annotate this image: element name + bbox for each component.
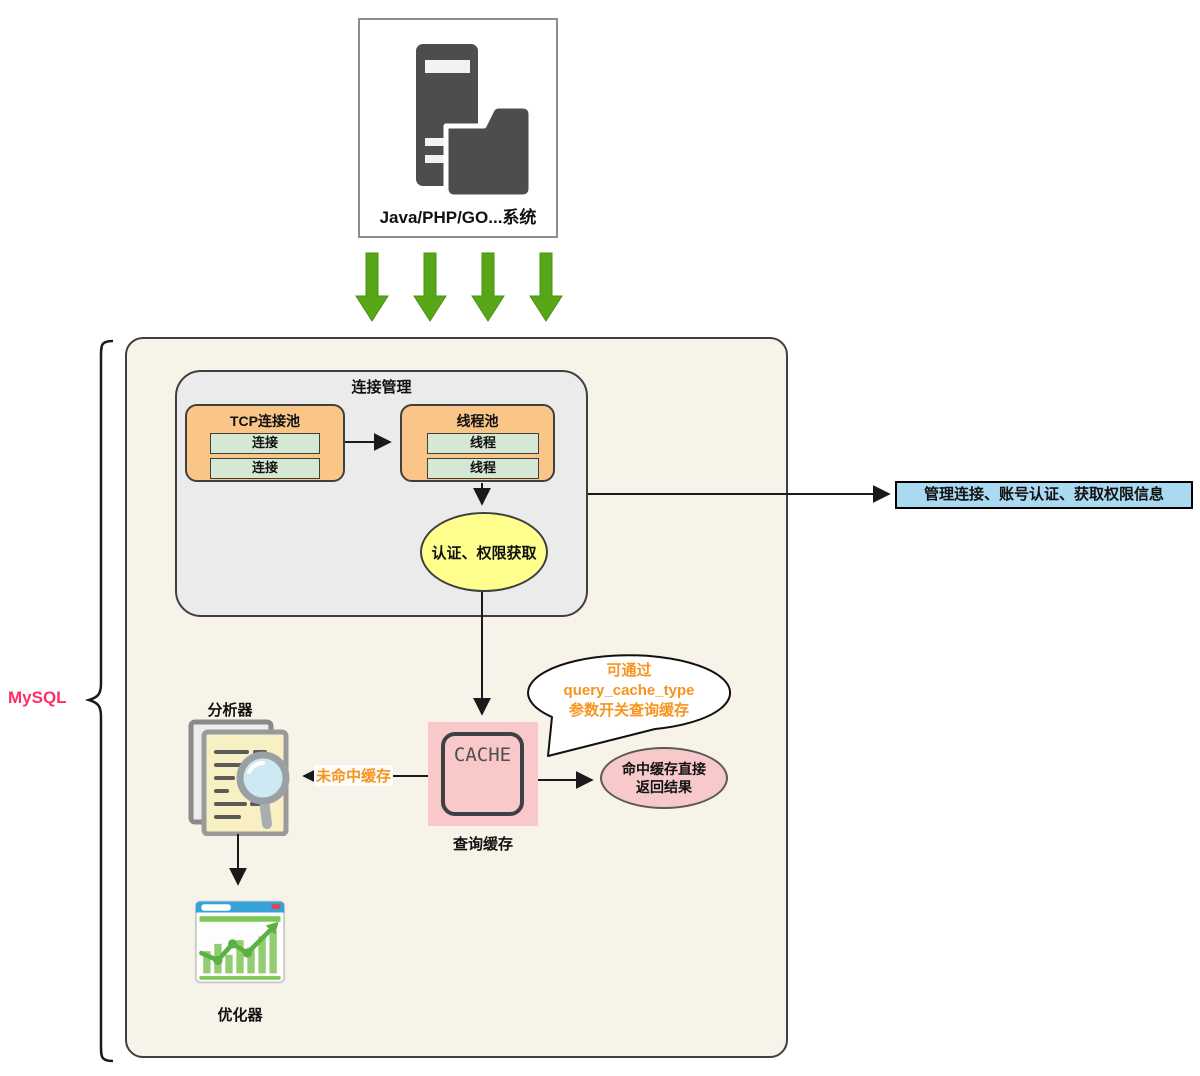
optimizer-label: 优化器 <box>217 1007 263 1024</box>
down-arrows-icon <box>355 252 563 322</box>
server-folder-icon <box>388 42 534 200</box>
cache-note-text: 可通过 query_cache_type 参数开关查询缓存 <box>528 661 730 721</box>
thread-pool-title: 线程池 <box>456 413 499 429</box>
query-cache-box: CACHE <box>428 722 538 826</box>
optimizer-chart-icon <box>194 896 286 988</box>
auth-permission-node: 认证、权限获取 <box>420 512 548 592</box>
analyzer-document-magnifier-icon <box>185 718 303 837</box>
client-system-box: Java/PHP/GO...系统 <box>358 18 558 238</box>
cache-hit-line: 返回结果 <box>636 779 692 795</box>
auth-note-box: 管理连接、账号认证、获取权限信息 <box>895 481 1193 509</box>
cache-inner-frame: CACHE <box>441 732 524 816</box>
analyzer-label: 分析器 <box>207 702 253 719</box>
cache-hit-node: 命中缓存直接 返回结果 <box>600 747 728 809</box>
mysql-label: MySQL <box>8 688 67 707</box>
tcp-pool-box: TCP连接池 连接 连接 <box>185 404 345 482</box>
thread-row: 线程 <box>427 433 539 454</box>
tcp-pool-title: TCP连接池 <box>230 413 300 429</box>
thread-pool-box: 线程池 线程 线程 <box>400 404 555 482</box>
client-system-label: Java/PHP/GO...系统 <box>379 208 537 227</box>
thread-row: 线程 <box>427 458 539 479</box>
mysql-brace <box>84 339 114 1063</box>
tcp-connection-row: 连接 <box>210 458 320 479</box>
cache-note-line: 可通过 <box>606 662 652 679</box>
query-cache-label: 查询缓存 <box>452 836 513 853</box>
cache-hit-line: 命中缓存直接 <box>622 761 706 777</box>
cache-miss-label: 未命中缓存 <box>314 765 394 786</box>
connection-management-title: 连接管理 <box>351 379 412 396</box>
cache-note-line: 参数开关查询缓存 <box>568 702 689 719</box>
tcp-connection-row: 连接 <box>210 433 320 454</box>
cache-note-line: query_cache_type <box>563 682 695 699</box>
cache-text: CACHE <box>453 744 512 766</box>
